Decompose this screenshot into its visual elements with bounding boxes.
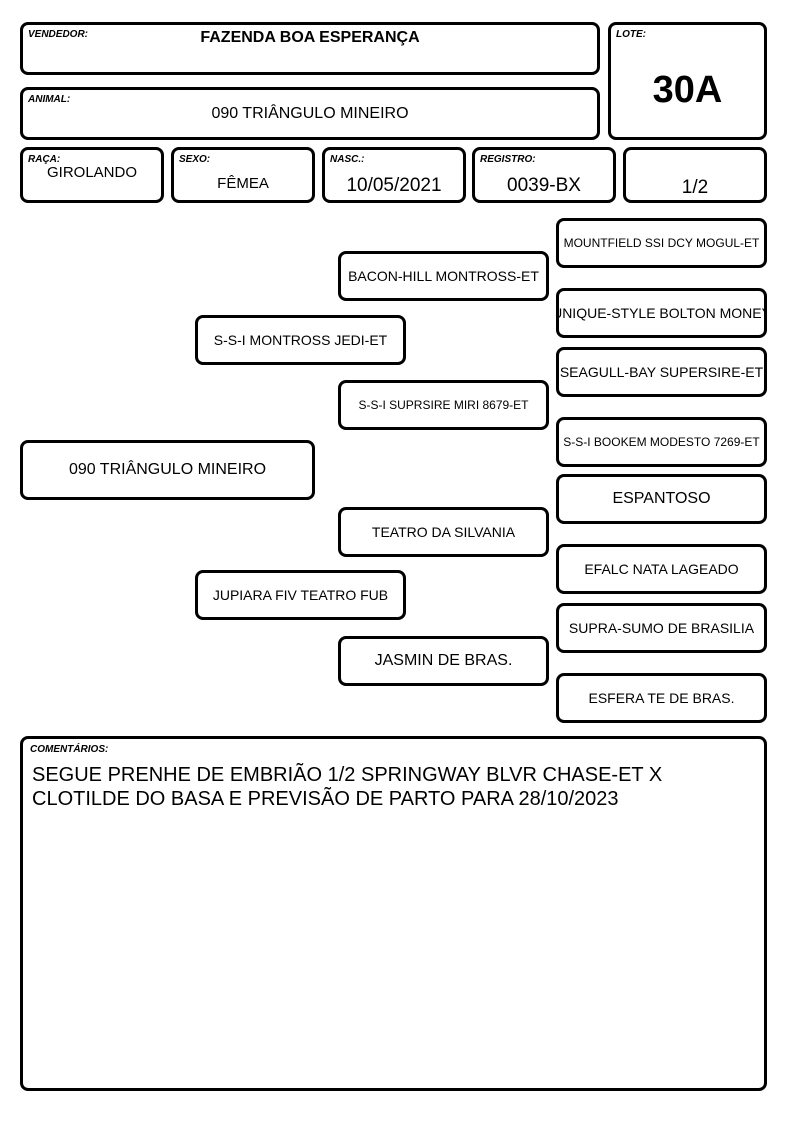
comentarios-box: COMENTÁRIOS: SEGUE PRENHE DE EMBRIÃO 1/2… <box>20 736 767 1091</box>
pedigree-sire-sire: BACON-HILL MONTROSS-ET <box>338 251 549 301</box>
pedigree-ggp-6: EFALC NATA LAGEADO <box>556 544 767 594</box>
sexo-value: FÊMEA <box>217 175 269 192</box>
animal-box: ANIMAL: 090 TRIÂNGULO MINEIRO <box>20 87 600 140</box>
nascimento-label: NASC.: <box>330 154 365 165</box>
sexo-label: SEXO: <box>179 154 211 165</box>
animal-value: 090 TRIÂNGULO MINEIRO <box>211 105 409 122</box>
lote-box: LOTE: 30A <box>608 22 767 140</box>
raca-label: RAÇA: <box>28 154 61 165</box>
nascimento-value: 10/05/2021 <box>346 175 442 196</box>
grau-sangue-box: 1/2 <box>623 147 767 203</box>
pedigree-ggp-1: MOUNTFIELD SSI DCY MOGUL-ET <box>556 218 767 268</box>
nascimento-box: NASC.: 10/05/2021 <box>322 147 466 203</box>
animal-label: ANIMAL: <box>28 94 71 105</box>
pedigree-ggp-5: ESPANTOSO <box>556 474 767 524</box>
pedigree-sire: S-S-I MONTROSS JEDI-ET <box>195 315 406 365</box>
pedigree-sire-dam: S-S-I SUPRSIRE MIRI 8679-ET <box>338 380 549 430</box>
raca-value: GIROLANDO <box>46 164 137 181</box>
pedigree-dam-sire: TEATRO DA SILVANIA <box>338 507 549 557</box>
sexo-box: SEXO: FÊMEA <box>171 147 315 203</box>
pedigree-dam-dam: JASMIN DE BRAS. <box>338 636 549 686</box>
registro-label: REGISTRO: <box>480 154 536 165</box>
pedigree-ggp-3: SEAGULL-BAY SUPERSIRE-ET <box>556 347 767 397</box>
pedigree-ggp-8: ESFERA TE DE BRAS. <box>556 673 767 723</box>
pedigree-ggp-7: SUPRA-SUMO DE BRASILIA <box>556 603 767 653</box>
comentarios-label: COMENTÁRIOS: <box>30 744 109 755</box>
vendedor-box: VENDEDOR: FAZENDA BOA ESPERANÇA <box>20 22 600 75</box>
pedigree-ggp-4: S-S-I BOOKEM MODESTO 7269-ET <box>556 417 767 467</box>
raca-box: RAÇA: GIROLANDO <box>20 147 164 203</box>
pedigree-animal: 090 TRIÂNGULO MINEIRO <box>20 440 315 500</box>
registro-box: REGISTRO: 0039-BX <box>472 147 616 203</box>
lote-label: LOTE: <box>616 29 646 40</box>
grau-sangue-value: 1/2 <box>681 177 709 198</box>
pedigree-ggp-2: UNIQUE-STYLE BOLTON MONEY <box>556 288 767 338</box>
vendedor-label: VENDEDOR: <box>28 29 89 40</box>
comentarios-text: SEGUE PRENHE DE EMBRIÃO 1/2 SPRINGWAY BL… <box>32 764 663 810</box>
pedigree-dam: JUPIARA FIV TEATRO FUB <box>195 570 406 620</box>
lote-value: 30A <box>652 69 723 111</box>
registro-value: 0039-BX <box>507 175 581 196</box>
vendedor-value: FAZENDA BOA ESPERANÇA <box>200 29 420 46</box>
